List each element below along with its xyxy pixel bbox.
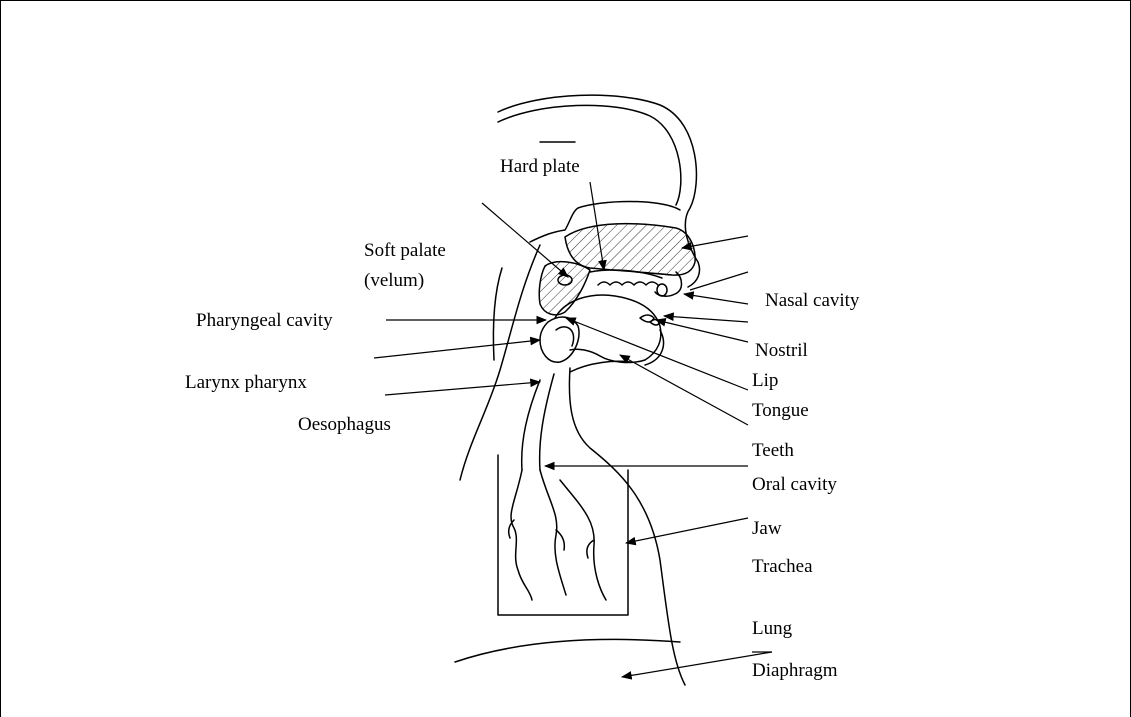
arrow-nostril [684,294,748,304]
label-oral-cavity: Oral cavity [752,474,837,496]
label-tongue: Tongue [752,400,809,422]
label-soft-palate: Soft palate [364,240,446,262]
arrow-larynx [374,340,540,358]
label-velum: (velum) [364,270,424,292]
label-jaw: Jaw [752,518,782,540]
upper-teeth [598,282,658,285]
bronchi-left [511,470,532,600]
label-diaphragm: Diaphragm [752,660,837,682]
pharynx-back [493,268,502,360]
bronchi-mid [540,470,566,595]
arrow-oral-cavity [620,355,748,425]
neck-back [460,245,540,480]
oesophagus-left [522,380,540,470]
larynx-folds [556,327,574,346]
label-teeth: Teeth [752,440,794,462]
arrow-lung [626,518,748,543]
label-trachea: Trachea [752,556,813,578]
trachea-front [569,368,685,685]
lung-box [498,455,628,615]
arrow-soft-palate [482,203,568,277]
arrow-oesophagus [385,382,540,395]
oesophagus-right [540,374,554,470]
label-hard-plate: Hard plate [500,156,580,178]
arrow-diaphragm [622,652,772,677]
label-larynx-pharynx: Larynx pharynx [185,372,307,394]
diaphragm-curve [455,639,680,662]
label-lung: Lung [752,618,792,640]
label-pharyngeal-cavity: Pharyngeal cavity [196,310,333,332]
bronchi-right [560,480,606,600]
label-oesophagus: Oesophagus [298,414,391,436]
upper-incisor [657,284,667,296]
arrow-teeth [566,318,748,390]
bronchi-branch-1 [509,520,594,558]
label-nasal-cavity: Nasal cavity [765,290,859,312]
label-nostril: Nostril [755,340,808,362]
arrow-lip [664,316,748,322]
label-lip: Lip [752,370,778,392]
arrow-tongue [656,320,748,342]
